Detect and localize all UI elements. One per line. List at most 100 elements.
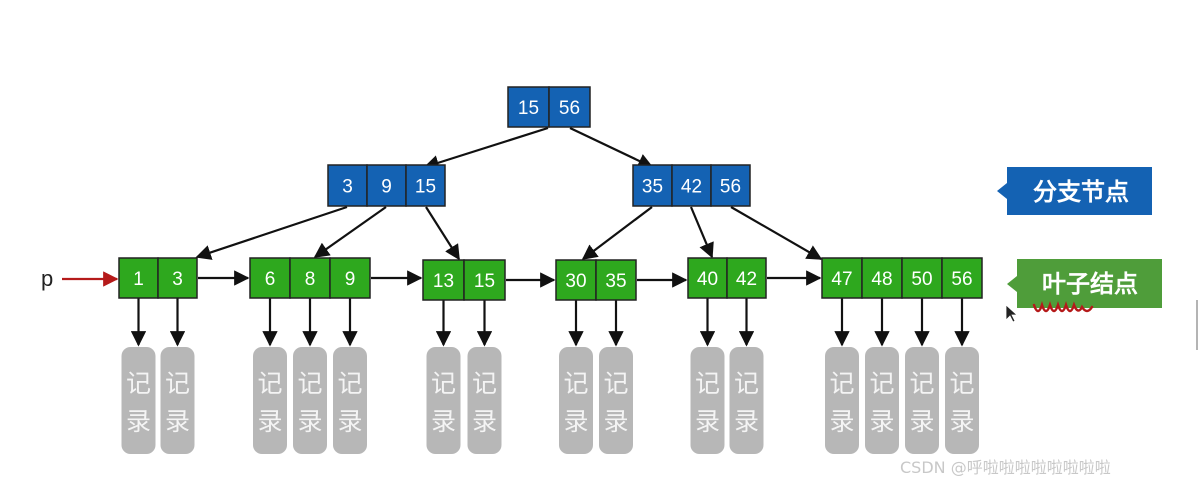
record-shape	[426, 347, 461, 454]
record-label: 记	[257, 369, 282, 398]
key-cell	[632, 164, 673, 207]
record-label: 录	[472, 407, 497, 436]
key-cell	[941, 257, 983, 299]
record-label: 记	[869, 369, 894, 398]
record-label: 记	[337, 369, 362, 398]
record-label: 录	[603, 407, 628, 436]
record-label: 记	[297, 369, 322, 398]
key-cell	[327, 164, 368, 207]
record-block: 记录	[160, 347, 195, 454]
key-cell	[405, 164, 446, 207]
key-label: 56	[559, 98, 580, 119]
record-label: 录	[869, 407, 894, 436]
key-label: 56	[951, 269, 972, 290]
record-label: 记	[909, 369, 934, 398]
record-shape	[253, 347, 287, 454]
tree-edge	[313, 206, 387, 258]
key-cell	[710, 164, 751, 207]
key-cell	[861, 257, 903, 299]
record-shape	[729, 347, 764, 454]
record-label: 录	[909, 407, 934, 436]
key-label: 42	[681, 177, 702, 198]
key-label: 6	[265, 269, 276, 290]
key-label: 50	[911, 269, 932, 290]
legend-branch-callout: 分支节点	[997, 167, 1152, 215]
key-label: 30	[565, 271, 586, 292]
key-label: 35	[642, 177, 663, 198]
key-label: 15	[415, 177, 436, 198]
key-cell	[555, 259, 597, 301]
key-label: 47	[831, 269, 852, 290]
record-block: 记录	[905, 347, 939, 454]
record-block: 记录	[426, 347, 461, 454]
legend-leaf-shape	[1007, 259, 1162, 308]
record-block: 记录	[121, 347, 156, 454]
key-label: 3	[342, 177, 353, 198]
record-block: 记录	[865, 347, 899, 454]
record-block: 记录	[293, 347, 327, 454]
record-shape	[293, 347, 327, 454]
key-label: 9	[381, 177, 392, 198]
key-cell	[329, 257, 371, 299]
record-shape	[559, 347, 593, 454]
key-cell	[463, 259, 506, 301]
record-block: 记录	[729, 347, 764, 454]
record-block: 记录	[825, 347, 859, 454]
record-shape	[825, 347, 859, 454]
key-cell	[366, 164, 407, 207]
branch-node: 35 42 56	[632, 164, 751, 207]
key-label: 9	[345, 269, 356, 290]
tree-edges: p	[41, 126, 970, 347]
key-label: 56	[720, 177, 741, 198]
record-shape	[121, 347, 156, 454]
record-label: 记	[472, 369, 497, 398]
record-label: 记	[563, 369, 588, 398]
tree-edge	[689, 206, 714, 259]
key-cell	[901, 257, 943, 299]
record-label: 录	[257, 407, 282, 436]
watermark: CSDN @呼啦啦啦啦啦啦啦啦	[900, 458, 1111, 477]
key-cell	[289, 257, 331, 299]
key-label: 35	[605, 271, 626, 292]
record-label: 录	[734, 407, 759, 436]
key-cell	[249, 257, 291, 299]
record-block: 记录	[945, 347, 979, 454]
record-label: 记	[695, 369, 720, 398]
tree-edge	[581, 206, 653, 260]
record-label: 录	[297, 407, 322, 436]
legend-branch-label: 分支节点	[1033, 178, 1129, 206]
record-label: 录	[563, 407, 588, 436]
key-cell	[726, 257, 767, 299]
key-label: 15	[518, 98, 539, 119]
record-label: 记	[949, 369, 974, 398]
record-block: 记录	[559, 347, 593, 454]
key-cell	[157, 257, 198, 299]
leaf-node: 30 35	[555, 259, 637, 301]
key-cell	[507, 86, 550, 128]
record-block: 记录	[690, 347, 725, 454]
tree-edge	[569, 127, 654, 169]
key-cell	[548, 86, 591, 128]
key-label: 40	[697, 269, 718, 290]
legend-leaf-label: 叶子结点	[1042, 270, 1138, 298]
record-label: 记	[734, 369, 759, 398]
record-shape	[333, 347, 367, 454]
tree-edge	[730, 206, 823, 260]
tree-edge	[423, 126, 549, 171]
key-label: 13	[433, 271, 454, 292]
record-block: 记录	[333, 347, 367, 454]
record-label: 记	[431, 369, 456, 398]
record-shape	[905, 347, 939, 454]
key-label: 3	[172, 269, 183, 290]
tree-edge	[195, 205, 348, 260]
record-shape	[690, 347, 725, 454]
record-label: 录	[949, 407, 974, 436]
key-cell	[687, 257, 728, 299]
mouse-cursor-icon	[1005, 304, 1019, 323]
